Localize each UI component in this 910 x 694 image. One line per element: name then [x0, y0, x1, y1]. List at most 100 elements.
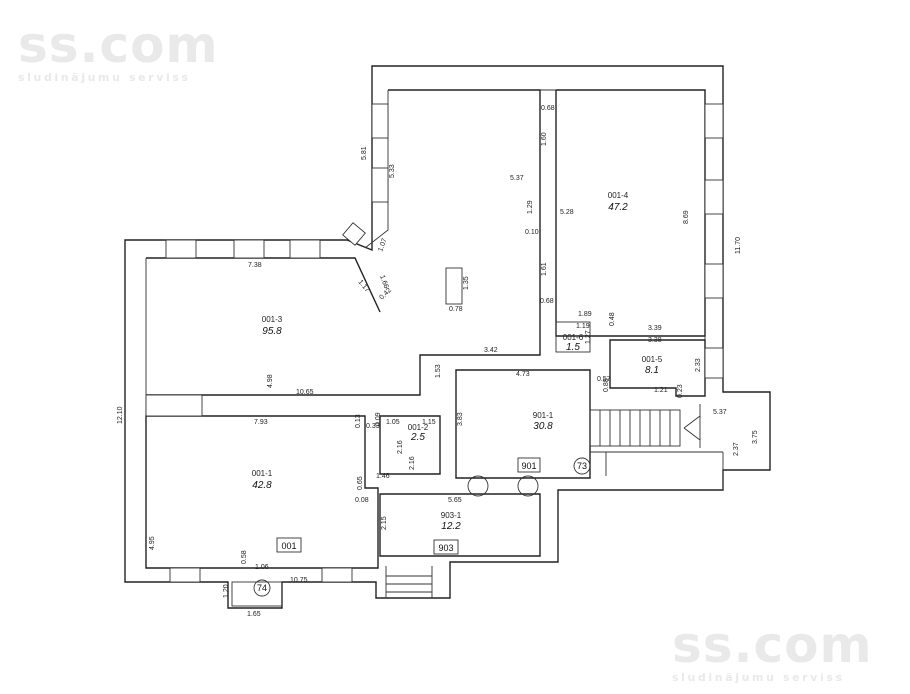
watermark-brand-bottom: ss.com	[672, 616, 873, 674]
room-901-1-walls	[455, 369, 591, 479]
dim-label: 2.33	[695, 358, 702, 372]
dim-label: 3.39	[648, 325, 662, 332]
room-id-001-6: 001-6	[563, 333, 584, 342]
room-id-001-1: 001-1	[252, 469, 273, 478]
stair-treads	[599, 410, 671, 446]
entrance-steps	[385, 566, 433, 598]
dim-label: 8.69	[683, 210, 690, 224]
room-id-001-3: 001-3	[262, 315, 283, 324]
dim-label: 2.16	[397, 440, 404, 454]
dim-label: 1.89	[578, 311, 592, 318]
room-area-001-1: 42.8	[252, 480, 272, 491]
dim-label: 1.27	[585, 330, 592, 344]
dim-label: 0.42	[378, 287, 393, 302]
dim-label: 1.17	[356, 279, 370, 294]
room-area-001-2: 2.5	[410, 432, 425, 443]
dim-label: 1.15	[422, 419, 436, 426]
dim-label: 5.33	[389, 164, 396, 178]
corridor-walls	[590, 451, 724, 490]
room-area-001-6: 1.5	[566, 342, 580, 353]
marker-circle-73	[573, 457, 591, 475]
room-id-001-5: 001-5	[642, 355, 663, 364]
dim-label: 0.13	[355, 414, 362, 428]
room-area-001-5: 8.1	[645, 365, 659, 376]
room-001-1-walls	[145, 415, 379, 569]
marker-73: 73	[577, 461, 587, 471]
room-area-901-1: 30.8	[533, 421, 553, 432]
unit-tag-901: 901	[521, 461, 536, 471]
windows	[145, 103, 724, 583]
unit-box-903	[433, 539, 459, 555]
dim-label: 2.37	[733, 442, 740, 456]
unit-box-901	[517, 457, 541, 473]
dim-label: 1.61	[541, 262, 548, 276]
dim-label: 1.35	[463, 276, 470, 290]
dim-label: 0.08	[355, 497, 369, 504]
watermark-bottom: ss.com sludinājumu serviss	[672, 620, 873, 683]
dim-label: 0.23	[677, 384, 684, 398]
dim-label: 1.60	[541, 132, 548, 146]
dim-label: 11.70	[735, 237, 742, 254]
dim-label: 1.07	[377, 237, 388, 252]
dim-label: 1.21	[654, 387, 668, 394]
dim-label: 1.46	[376, 473, 390, 480]
dim-label: 7.93	[254, 419, 268, 426]
unit-box-001	[276, 537, 302, 553]
room-id-901-1: 901-1	[533, 411, 554, 420]
dim-label: 0.88	[603, 378, 610, 392]
room-area-903-1: 12.2	[441, 521, 461, 532]
column-right	[517, 475, 539, 497]
dim-label: 5.37	[510, 175, 524, 182]
dim-label: 3.38	[648, 337, 662, 344]
room-001-5-walls	[609, 339, 706, 397]
dim-label: 2.16	[409, 456, 416, 470]
room-001-4-walls	[555, 89, 706, 337]
watermark-tagline-bottom: sludinājumu serviss	[672, 671, 845, 684]
room-001-2-walls	[379, 415, 441, 475]
dim-label: 1.53	[435, 364, 442, 378]
dim-label: 3.83	[457, 412, 464, 426]
dim-label: 0.33	[366, 423, 380, 430]
dim-label: 0.78	[449, 306, 463, 313]
dim-label: 3.42	[484, 347, 498, 354]
dim-label: 0.68	[541, 105, 555, 112]
dim-label: 1.05	[386, 419, 400, 426]
dim-label: 1.20	[223, 584, 230, 598]
dim-label: 0.65	[357, 476, 364, 490]
dim-label: 0.09	[375, 412, 382, 426]
watermark-tagline: sludinājumu serviss	[18, 71, 191, 84]
dim-label: 1.65	[247, 611, 261, 618]
dim-label: 4.98	[267, 374, 274, 388]
dim-label: 10.75	[290, 577, 308, 584]
room-id-903-1: 903-1	[441, 511, 462, 520]
dim-label: 1.66	[378, 274, 389, 289]
dim-label: 5.37	[713, 409, 727, 416]
room-903-1-walls	[379, 493, 541, 557]
dim-label: 2.15	[381, 516, 388, 530]
room-area-001-4: 47.2	[608, 202, 628, 213]
dim-label: 1.06	[255, 564, 269, 571]
unit-tag-903: 903	[438, 543, 453, 553]
watermark-brand: ss.com	[18, 16, 219, 74]
unit-tag-001: 001	[281, 541, 296, 551]
dim-label: 7.38	[248, 262, 262, 269]
marker-74: 74	[257, 583, 267, 593]
dim-label: 1.29	[527, 200, 534, 214]
stairs-block	[589, 409, 681, 447]
dim-label: 1.19	[576, 323, 590, 330]
dim-label: 0.10	[525, 229, 539, 236]
dim-label: 3.75	[752, 430, 759, 444]
inner-outline	[145, 89, 706, 568]
column-left	[467, 475, 489, 497]
room-id-001-2: 001-2	[408, 423, 429, 432]
dim-label: 0.58	[241, 550, 248, 564]
dim-label: 0.68	[540, 298, 554, 305]
room-001-3-walls	[146, 89, 541, 396]
fixture-box	[445, 267, 463, 305]
room-area-001-3: 95.8	[262, 326, 282, 337]
room-id-001-4: 001-4	[608, 191, 629, 200]
dim-label: 10.65	[296, 389, 314, 396]
dim-label: 5.28	[560, 209, 574, 216]
dim-label: 0.48	[609, 312, 616, 326]
stair-arrow	[683, 404, 701, 448]
